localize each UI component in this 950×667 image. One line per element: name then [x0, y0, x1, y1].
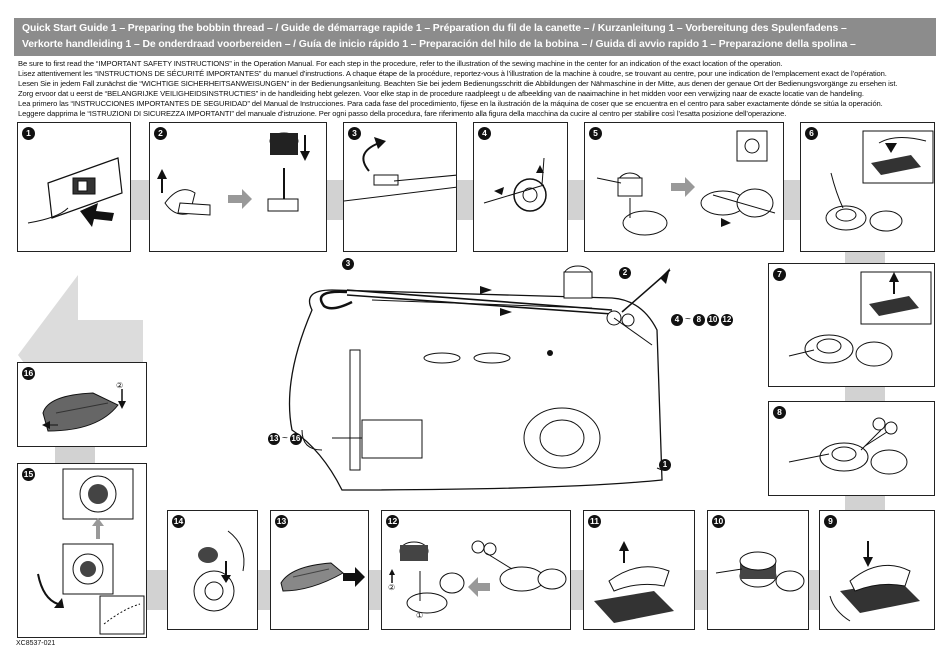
- bobbin-hole-illustration: [483, 157, 547, 212]
- connector-15-16: [55, 447, 95, 463]
- center-label-3: 3: [342, 257, 354, 270]
- step-11-number: 11: [588, 515, 601, 528]
- step-10-panel: 10: [707, 510, 809, 630]
- connector-8-9: [845, 496, 885, 510]
- label-3-badge: 3: [342, 257, 354, 270]
- step-6-panel: 6: [800, 122, 935, 252]
- sewing-machine-drawing: [288, 265, 671, 491]
- step-1-number: 1: [22, 127, 35, 140]
- step-14-number: 14: [172, 515, 185, 528]
- label-tilde-a: ~: [685, 314, 691, 325]
- step-16-panel: 16 ② ①: [17, 362, 147, 447]
- step-12-marker-2: ②: [388, 583, 396, 592]
- label-2-badge: 2: [619, 266, 631, 279]
- step-2-panel: 2: [149, 122, 327, 252]
- center-label-13-16: 13 ~ 16: [268, 432, 302, 445]
- step-3-panel: 3: [343, 122, 457, 252]
- step-9-panel: 9: [819, 510, 935, 630]
- step-15-panel: 15: [17, 463, 147, 638]
- intro-line-fr: Lisez attentivement les “INSTRUCTIONS DE…: [18, 68, 887, 78]
- open-cover-illustration: [280, 562, 365, 592]
- thread-guide-illustration: [344, 137, 456, 202]
- step-10-number: 10: [712, 515, 725, 528]
- step-5-number: 5: [589, 127, 602, 140]
- wound-bobbin-illustration: [715, 551, 805, 592]
- label-12-badge: 12: [720, 313, 733, 326]
- label-tilde-b: ~: [282, 433, 288, 444]
- step-8-number: 8: [773, 406, 786, 419]
- title-line-1: Quick Start Guide 1 – Preparing the bobb…: [22, 23, 847, 34]
- connector-13-14: [258, 570, 270, 610]
- trim-thread-illustration: [788, 417, 908, 475]
- connector-6-7: [845, 251, 885, 263]
- insert-bobbin-illustration: [193, 530, 245, 612]
- title-bar: Quick Start Guide 1 – Preparing the bobb…: [14, 18, 936, 56]
- step-2-number: 2: [154, 127, 167, 140]
- center-label-4-12: 4 ~ 8 10 12: [671, 313, 733, 326]
- thread-bobbin-case-illustration: [37, 468, 145, 635]
- step-4-panel: 4: [473, 122, 568, 252]
- connector-14-15: [147, 570, 167, 610]
- step-15-number: 15: [22, 468, 35, 481]
- label-10-badge: 10: [706, 313, 719, 326]
- intro-line-de: Lesen Sie in jedem Fall zunächst die “WI…: [18, 78, 898, 88]
- title-line-2: Verkorte handleiding 1 – De onderdraad v…: [22, 39, 856, 50]
- step-5-panel: 5: [584, 122, 784, 252]
- spool-pin-illustration: [157, 132, 310, 216]
- intro-line-en: Be sure to first read the “IMPORTANT SAF…: [18, 59, 783, 68]
- connector-3-4: [457, 180, 473, 220]
- connector-10-11: [695, 570, 707, 610]
- connector-11-12: [571, 570, 583, 610]
- step-16-marker-2: ②: [116, 381, 124, 390]
- bobbin-winder-illustration: [596, 130, 776, 236]
- connector-1-2: [131, 180, 149, 220]
- step-13-number: 13: [275, 515, 288, 528]
- step-7-panel: 7: [768, 263, 935, 387]
- power-switch-illustration: [27, 157, 123, 227]
- center-label-2: 2: [619, 266, 631, 279]
- connector-4-5: [568, 180, 584, 220]
- step-16-number: 16: [22, 367, 35, 380]
- step-12-marker-1: ①: [416, 611, 424, 620]
- foot-pedal-hold-illustration: [825, 130, 934, 232]
- center-label-1: 1: [659, 458, 671, 471]
- step-12-panel: 12 ② ①: [381, 510, 571, 630]
- intro-text: Be sure to first read the “IMPORTANT SAF…: [18, 59, 938, 118]
- lift-foot-illustration: [594, 541, 674, 623]
- document-code: XC8537-021: [16, 640, 56, 647]
- connector-5-6: [784, 180, 800, 220]
- step-9-number: 9: [824, 515, 837, 528]
- label-13-badge: 13: [268, 432, 280, 445]
- intro-line-nl: Zorg ervoor dat u eerst de “BELANGRIJKE …: [18, 88, 864, 98]
- label-8-badge: 8: [692, 313, 705, 326]
- step-11-panel: 11: [583, 510, 695, 630]
- step-3-number: 3: [348, 127, 361, 140]
- step-1-panel: 1: [17, 122, 131, 252]
- label-16-badge: 16: [289, 432, 302, 445]
- step-8-panel: 8: [768, 401, 935, 496]
- connector-2-3: [327, 180, 343, 220]
- intro-line-es: Lea primero las “INSTRUCCIONES IMPORTANT…: [18, 98, 883, 108]
- step-7-number: 7: [773, 268, 786, 281]
- step-12-number: 12: [386, 515, 399, 528]
- intro-line-it: Leggere dapprima le “ISTRUZIONI DI SICUR…: [18, 108, 787, 118]
- step-13-panel: 13: [270, 510, 369, 630]
- sewing-machine-illustration: [262, 250, 742, 510]
- release-pedal-illustration: [788, 271, 932, 367]
- connector-9-10: [809, 570, 819, 610]
- step-6-number: 6: [805, 127, 818, 140]
- step-14-panel: 14: [167, 510, 258, 630]
- label-1-badge: 1: [659, 458, 671, 471]
- connector-12-13: [369, 570, 381, 610]
- label-4-badge: 4: [671, 313, 683, 326]
- step-4-number: 4: [478, 127, 491, 140]
- connector-7-8: [845, 387, 885, 401]
- close-cover-illustration: [42, 389, 126, 432]
- remove-bobbin-illustration: [389, 540, 567, 614]
- press-pedal-illustration: [829, 541, 920, 622]
